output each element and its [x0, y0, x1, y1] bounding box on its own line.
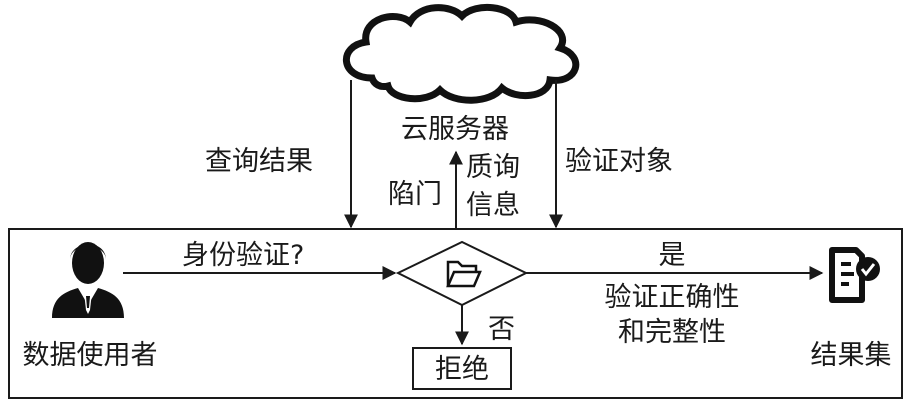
cloud-server: 云服务器	[343, 3, 580, 145]
cloud-label: 云服务器	[401, 114, 509, 145]
auth-question-label: 身份验证?	[182, 240, 304, 271]
reject-label: 拒绝	[435, 354, 489, 385]
challenge-label-line1: 质询	[466, 152, 520, 183]
cloud-icon	[343, 3, 580, 104]
user-icon	[52, 242, 124, 318]
document-check-icon	[829, 247, 880, 303]
query-result-label: 查询结果	[205, 146, 313, 177]
result-set-label: 结果集	[811, 340, 892, 371]
folder-icon	[446, 260, 482, 288]
verify-label-line1: 验证正确性	[605, 282, 740, 313]
main-box	[8, 228, 903, 399]
decision-node	[395, 240, 529, 307]
verify-object-label: 验证对象	[565, 146, 673, 177]
reject-box	[412, 347, 512, 390]
challenge-label-line2: 信息	[466, 190, 520, 221]
no-label: 否	[488, 314, 515, 345]
verify-label-line2: 和完整性	[618, 317, 726, 348]
yes-label: 是	[659, 240, 686, 271]
trapdoor-label: 陷门	[388, 179, 442, 210]
data-user-label: 数据使用者	[23, 340, 158, 371]
